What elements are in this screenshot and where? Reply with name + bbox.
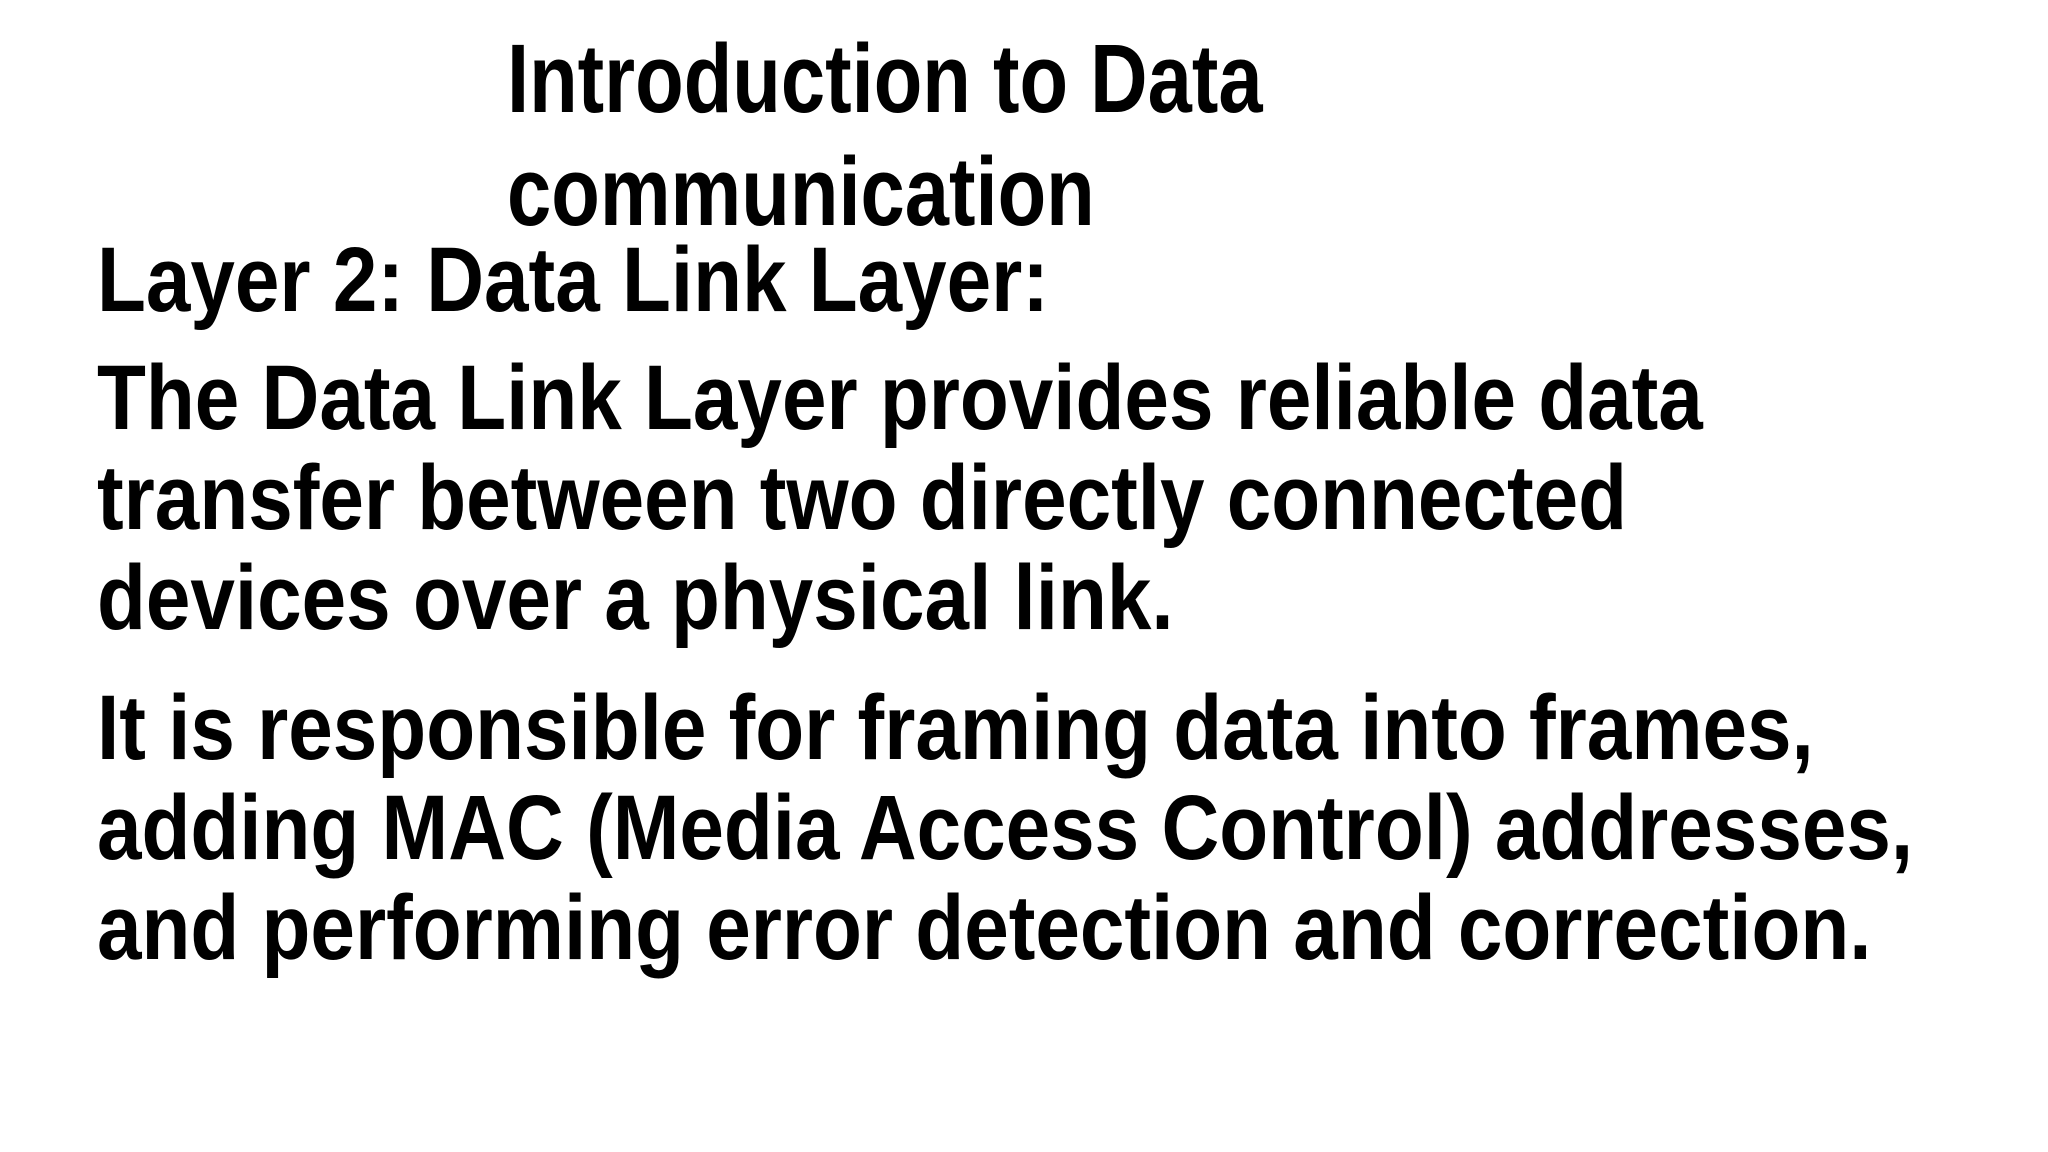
heading-layer2-data-link-layer: Layer 2: Data Link Layer:: [97, 229, 1049, 331]
slide-title: Introduction to Data communication: [507, 24, 1263, 246]
paragraph-data-link-layer-description: The Data Link Layer provides reliable da…: [97, 347, 1703, 649]
paragraph-responsibilities: It is responsible for framing data into …: [97, 677, 1914, 979]
